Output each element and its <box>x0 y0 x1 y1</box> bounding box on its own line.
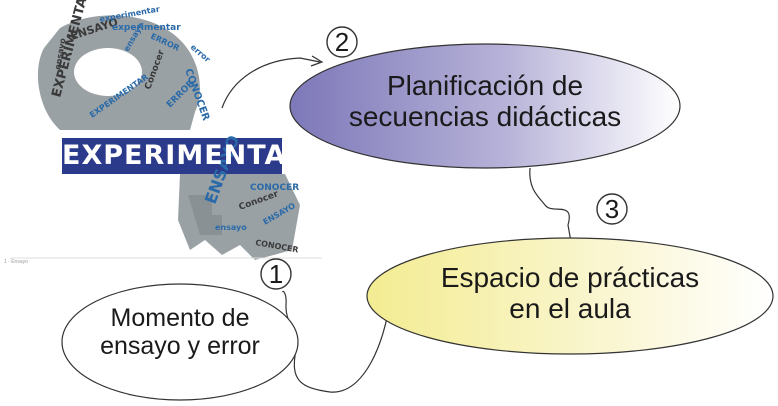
cloud-word: CONOCER <box>250 183 299 193</box>
step-1-number-circle <box>260 258 292 290</box>
step-3-ellipse <box>366 237 774 355</box>
step-1-label: Momento de ensayo y error <box>70 304 290 360</box>
step-1-ellipse <box>61 283 299 401</box>
step-3-line-1: Espacio de prácticas <box>440 262 700 293</box>
cloud-word: ensayo <box>215 223 247 232</box>
step-2-ellipse <box>289 43 681 169</box>
cloud-word: experimentar <box>112 23 181 33</box>
step-1-number: 1 <box>268 259 284 289</box>
connector-practice-to-trial <box>282 290 391 393</box>
step-1-line-2: ensayo y error <box>100 332 260 360</box>
step-3-number: 3 <box>604 194 620 224</box>
key-hole <box>74 48 142 96</box>
key-bit <box>188 195 222 235</box>
step-3-label: Espacio de prácticas en el aula <box>380 262 760 325</box>
step-2-line-1: Planificación de <box>386 70 584 101</box>
step-3-line-2: en el aula <box>509 293 631 325</box>
step-2-number: 2 <box>334 27 350 57</box>
banner-label: EXPERIMENTAR <box>62 140 309 171</box>
connector-planning-to-practice <box>529 167 572 243</box>
step-2-number-circle <box>326 26 358 58</box>
step-2-label: Planificación de secuencias didácticas <box>300 70 670 133</box>
arrowhead-planning <box>310 55 324 67</box>
experimentar-banner <box>62 138 282 174</box>
step-3-number-circle <box>596 193 628 225</box>
arrow-key-to-planning <box>221 57 321 109</box>
image-caption: 1 - Ensayo <box>4 259 28 265</box>
step-1-line-1: Momento de <box>110 304 250 332</box>
step-2-line-2: secuencias didácticas <box>348 101 622 133</box>
